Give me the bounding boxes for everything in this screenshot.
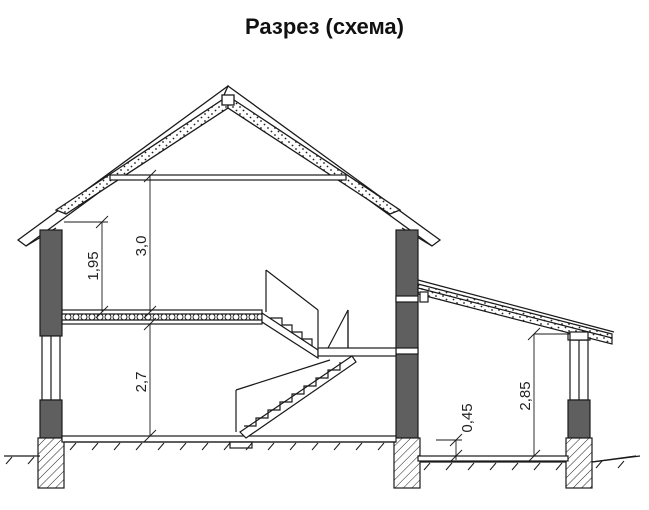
middle-wall bbox=[393, 229, 421, 489]
dimension-lines bbox=[64, 169, 570, 463]
right-wall-lower bbox=[567, 399, 591, 439]
left-wall-lower bbox=[39, 399, 63, 439]
dimension-attic-height: 3,0 bbox=[133, 236, 150, 257]
roof-right-insulation bbox=[227, 94, 402, 215]
middle-wall-body bbox=[395, 229, 419, 439]
left-wall bbox=[37, 229, 65, 489]
right-wall bbox=[565, 329, 593, 489]
dimension-floor-step: 0,45 bbox=[459, 403, 476, 432]
left-foundation bbox=[37, 437, 65, 489]
stair-landing bbox=[317, 309, 397, 357]
upper-stair-flight bbox=[261, 269, 319, 360]
dimension-annex-height: 2,85 bbox=[517, 381, 534, 410]
drawing-title: Разрез (схема) bbox=[245, 14, 404, 39]
main-roof bbox=[16, 84, 442, 247]
slab-circles bbox=[64, 313, 264, 321]
ridge-beam bbox=[221, 94, 235, 106]
dimension-ground-floor-height: 2,7 bbox=[133, 372, 150, 393]
lower-stair-flight bbox=[235, 355, 357, 439]
roof-left-insulation bbox=[54, 94, 229, 215]
right-foundation bbox=[565, 437, 593, 489]
ground-line bbox=[4, 441, 641, 463]
annex-roof bbox=[417, 279, 615, 345]
ceiling-beam bbox=[109, 174, 347, 181]
left-wall-upper bbox=[39, 229, 63, 337]
ground-hatching bbox=[5, 442, 625, 471]
dimension-knee-wall-height: 1,95 bbox=[85, 251, 102, 280]
middle-foundation bbox=[393, 437, 421, 489]
